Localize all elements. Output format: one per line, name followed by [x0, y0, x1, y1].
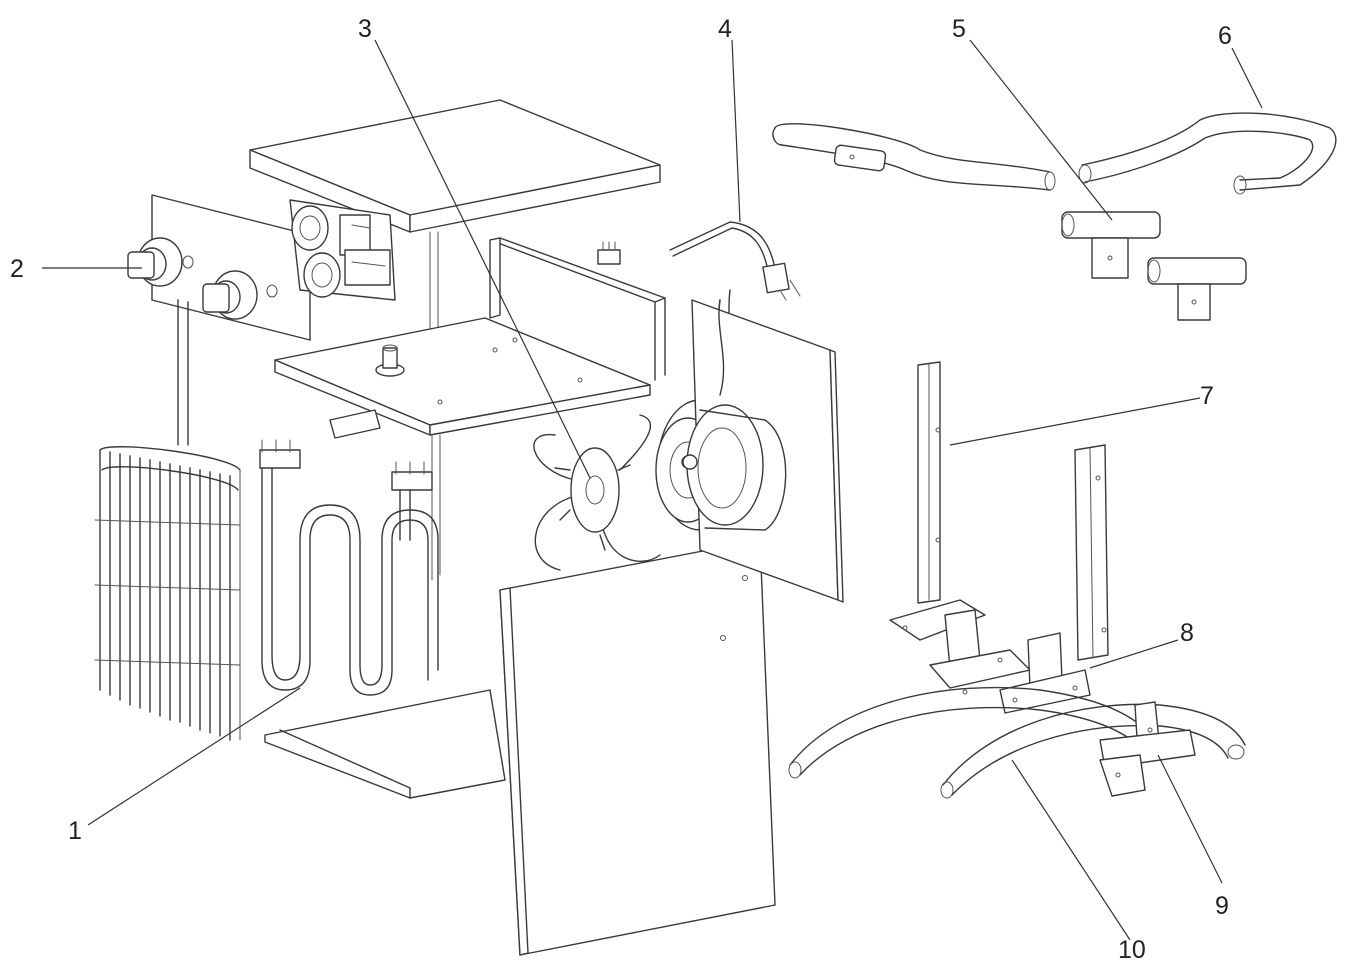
back-panel: [682, 299, 844, 603]
foot-tube-short: [940, 703, 1246, 799]
heater-tubes: [259, 439, 439, 696]
handle-left: [772, 123, 1056, 191]
tee-connector-a: [1061, 211, 1161, 279]
callout-10: 10: [1118, 936, 1146, 962]
handle-right: [1078, 112, 1337, 195]
middle-tray: [274, 317, 651, 581]
control-panel: [127, 194, 396, 446]
fan-blade: [533, 414, 661, 571]
callout-7: 7: [1200, 382, 1214, 410]
foot-tube-long: [788, 686, 1156, 779]
callout-1: 1: [68, 817, 82, 845]
power-cord: [669, 221, 801, 301]
callout-3: 3: [358, 15, 372, 43]
callout-labels: 1 2 3 4 5 6 7 8 9 10: [10, 15, 1232, 962]
callout-2: 2: [10, 255, 24, 283]
callout-9: 9: [1215, 892, 1229, 920]
leg-tube-a: [917, 361, 941, 604]
front-panel: [499, 539, 776, 956]
foot-bracket-a: [889, 599, 1031, 689]
foot-bracket-b: [999, 632, 1091, 714]
callout-4: 4: [718, 15, 732, 43]
heating-element-cage: [94, 446, 241, 741]
callout-6: 6: [1218, 22, 1232, 50]
rear-bracket: [489, 237, 666, 381]
top-cover-plate: [249, 99, 661, 331]
bottom-tray: [264, 689, 506, 799]
leader-lines: [42, 39, 1263, 941]
tee-connector-b: [1147, 257, 1247, 321]
callout-8: 8: [1180, 619, 1194, 647]
foot-clamp: [1099, 701, 1196, 797]
leg-tube-b: [1074, 444, 1109, 661]
callout-5: 5: [952, 15, 966, 43]
